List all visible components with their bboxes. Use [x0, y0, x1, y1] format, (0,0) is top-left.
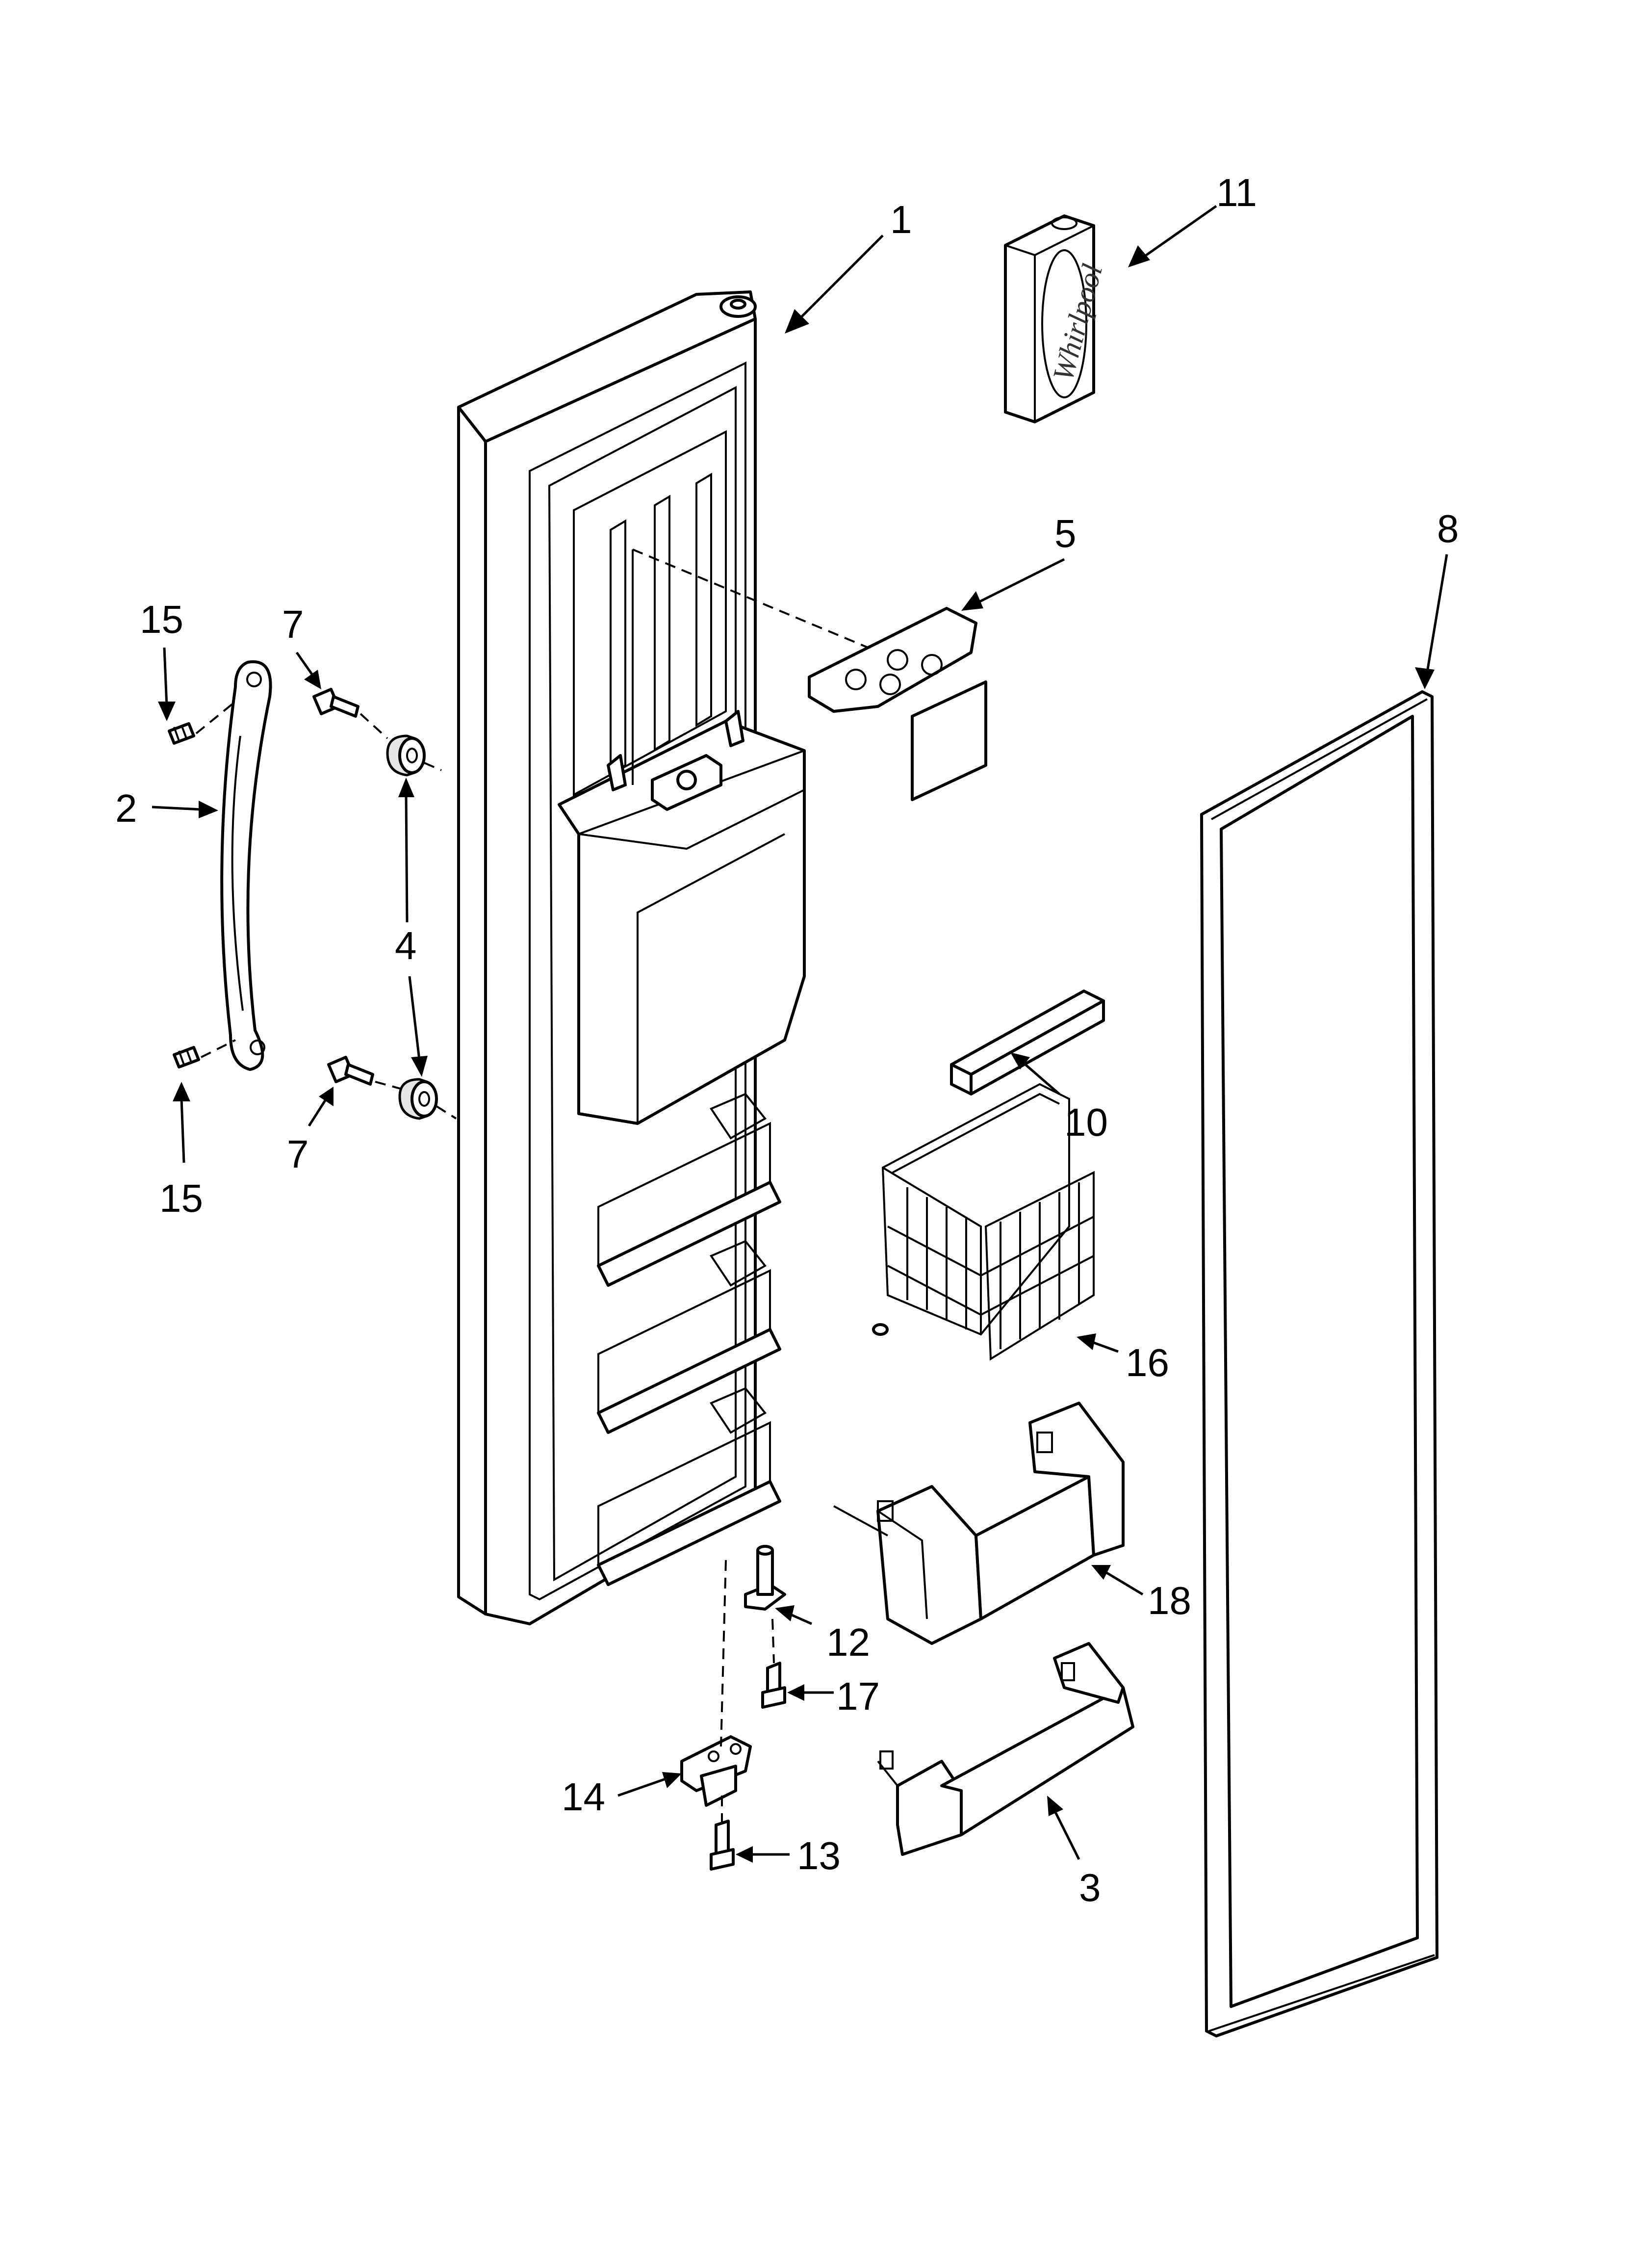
- screw-part-15-top: [168, 722, 195, 745]
- assembly-line: [359, 713, 388, 739]
- callout-16: 16: [1126, 1341, 1169, 1384]
- assembly-line: [375, 1081, 403, 1090]
- assembly-line: [632, 548, 869, 649]
- assembly-line: [201, 1039, 236, 1058]
- callout-3: 3: [1079, 1866, 1101, 1909]
- assembly-line: [195, 701, 236, 734]
- door-panel-part-1: [457, 290, 806, 1625]
- spacer-part-4-bottom: [398, 1078, 438, 1120]
- leader-lines: [152, 205, 1448, 1863]
- screw-part-15-bottom: [173, 1046, 200, 1069]
- screw-part-7-bottom: [327, 1056, 374, 1086]
- handle-part-2: [220, 660, 272, 1071]
- callout-15-top: 15: [140, 598, 183, 641]
- hinge-pin-part-12: [744, 1545, 786, 1611]
- hinge-bracket-part-14: [680, 1735, 752, 1807]
- callout-1: 1: [890, 198, 912, 241]
- callout-17: 17: [836, 1674, 880, 1718]
- door-bin-part-3: [877, 1642, 1134, 1856]
- callout-11: 11: [1216, 171, 1257, 214]
- callout-8: 8: [1437, 507, 1459, 550]
- callout-7-bottom: 7: [287, 1132, 309, 1176]
- callout-12: 12: [826, 1620, 870, 1664]
- callout-5: 5: [1054, 512, 1077, 555]
- assembly-line: [720, 1560, 727, 1747]
- screw-part-17: [761, 1662, 786, 1709]
- callout-10: 10: [1064, 1100, 1108, 1144]
- callout-7-top: 7: [282, 602, 304, 646]
- logo-badge-part-11: Whirlpool: [1004, 214, 1109, 423]
- screw-part-7-top: [312, 688, 359, 718]
- assembly-line: [436, 1105, 457, 1120]
- callout-15-bottom: 15: [159, 1176, 203, 1220]
- spacer-part-4-top: [386, 734, 426, 777]
- bracket-part-18: [876, 1402, 1125, 1645]
- screw-part-13: [710, 1820, 735, 1871]
- assembly-line: [424, 762, 442, 771]
- assembly-line: [833, 1505, 888, 1537]
- callout-labels: 1 2 3 4 5 7 7 8 10 11 12 13 14 15 15 16 …: [115, 171, 1459, 1909]
- callout-4: 4: [395, 924, 417, 967]
- assembly-line: [771, 1618, 775, 1664]
- cover-plate-part-5: [808, 607, 987, 801]
- callout-2: 2: [115, 786, 137, 830]
- gasket-part-8: [1200, 690, 1438, 2037]
- callout-14: 14: [562, 1775, 605, 1819]
- callout-18: 18: [1148, 1579, 1191, 1622]
- callout-13: 13: [797, 1834, 841, 1877]
- wire-basket-part-16: [872, 1083, 1095, 1361]
- strip-part-10: [950, 990, 1105, 1095]
